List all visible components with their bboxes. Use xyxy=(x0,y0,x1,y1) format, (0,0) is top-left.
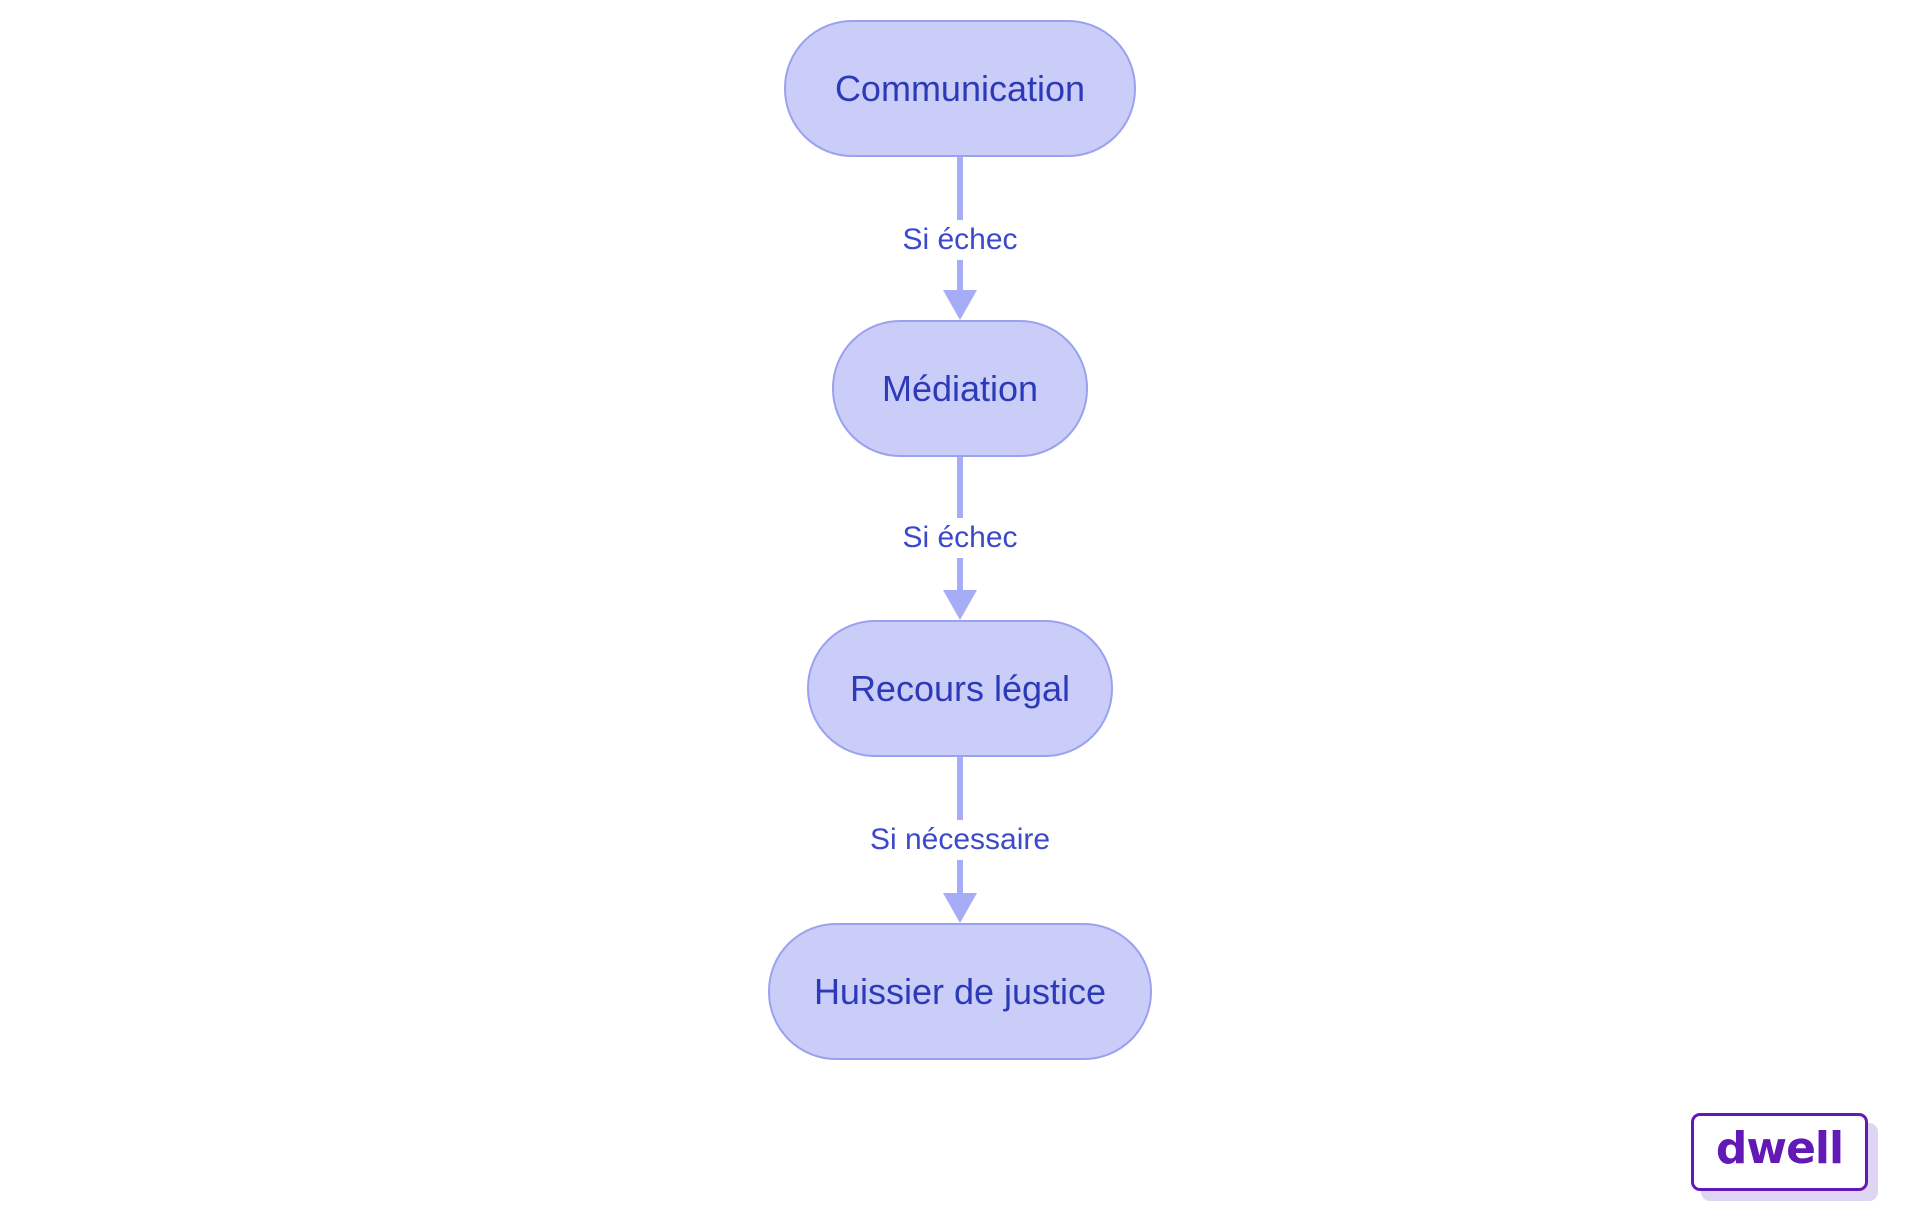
node-label: Huissier de justice xyxy=(813,970,1107,1012)
node-label: Recours légal xyxy=(849,667,1071,709)
arrowhead-down-icon xyxy=(943,290,977,320)
node-label: Communication xyxy=(834,67,1086,109)
edge-label: Si échec xyxy=(892,518,1028,558)
flowchart-node-communication: Communication xyxy=(784,20,1136,157)
flowchart-node-recours-legal: Recours légal xyxy=(807,620,1113,757)
arrowhead-down-icon xyxy=(943,590,977,620)
dwell-logo-text: dwell xyxy=(1715,1123,1844,1174)
node-label: Médiation xyxy=(881,367,1039,409)
edge-label: Si échec xyxy=(892,220,1028,260)
dwell-logo: dwell xyxy=(1691,1113,1868,1191)
flowchart-node-mediation: Médiation xyxy=(832,320,1088,457)
edge-label: Si nécessaire xyxy=(859,820,1061,860)
arrowhead-down-icon xyxy=(943,893,977,923)
flowchart-node-huissier-de-justice: Huissier de justice xyxy=(768,923,1152,1060)
